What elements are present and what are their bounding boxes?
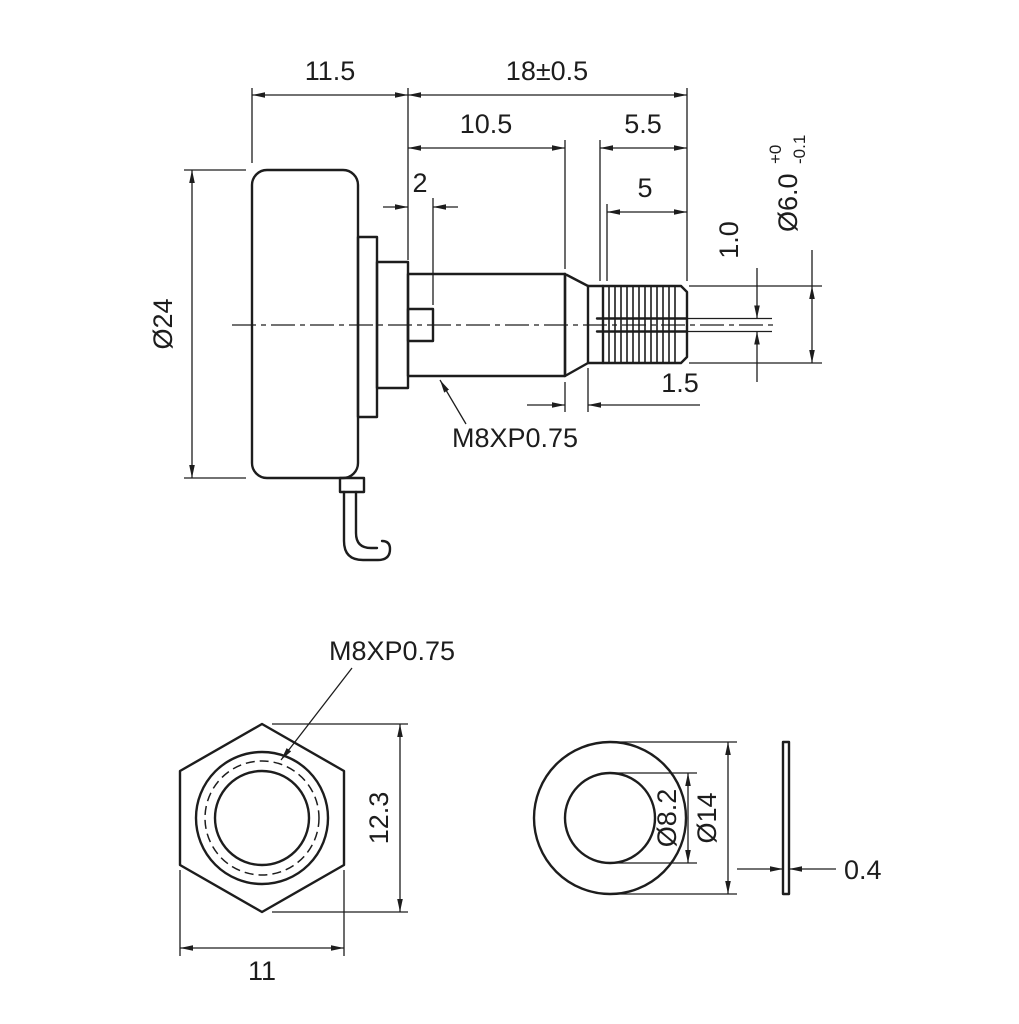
dim-tab-length: 2 [412,168,427,198]
nut-hexagon [178,722,346,914]
dim-slot-width: 1.0 [714,221,744,259]
dim-shaft-diameter-group: Ø6.0 +0 -0.1 [766,135,809,232]
washer-side-view [781,740,791,896]
dim-body-depth: 11.5 [305,56,356,86]
dim-shaft-diameter-tol-lower: -0.1 [790,135,809,164]
slot-lines [595,317,689,333]
dim-shaft-diameter-tol-upper: +0 [766,145,785,164]
washer-hole-circle [563,771,657,865]
dim-across-corners: 12.3 [364,792,394,845]
dim-body-diameter: Ø24 [148,298,178,349]
potentiometer-side-view [250,168,689,562]
dim-shaft-diameter: Ø6.0 [773,173,803,232]
washer-dimension-lines [612,741,737,895]
side-view-dimension-lines [184,88,822,479]
nut-thread-leader-line [280,667,353,761]
dim-thickness: 0.4 [844,855,882,885]
extension-lines [184,88,822,479]
flange-outline [356,235,379,419]
dim-shaft-total: 18±0.5 [506,56,588,86]
nut-thread-spec-label: M8XP0.75 [329,636,455,666]
dim-knurl-length: 5 [637,173,652,203]
dim-hole-diameter: Ø8.2 [652,789,682,848]
body-outline [250,168,360,480]
nut-chamfer-circle [194,750,330,886]
nut-thread-minor-circle [213,769,311,867]
dim-bushing-length: 10.5 [460,109,513,139]
thread-leader-line [439,379,467,425]
terminal-pin-outer [342,490,392,562]
dim-tip-length: 5.5 [624,109,662,139]
thread-spec-label: M8XP0.75 [452,423,578,453]
nut-front-view [178,722,346,914]
nut-dimension-lines [179,667,408,956]
nut-thread-major-circle [204,760,320,876]
dim-outer-diameter: Ø14 [692,792,722,843]
terminal-pin-inner [354,490,379,550]
dim-across-flats: 11 [248,956,276,986]
terminal-base [338,476,366,494]
dim-neck-length: 1.5 [661,368,699,398]
washer-side-outline [781,740,791,896]
